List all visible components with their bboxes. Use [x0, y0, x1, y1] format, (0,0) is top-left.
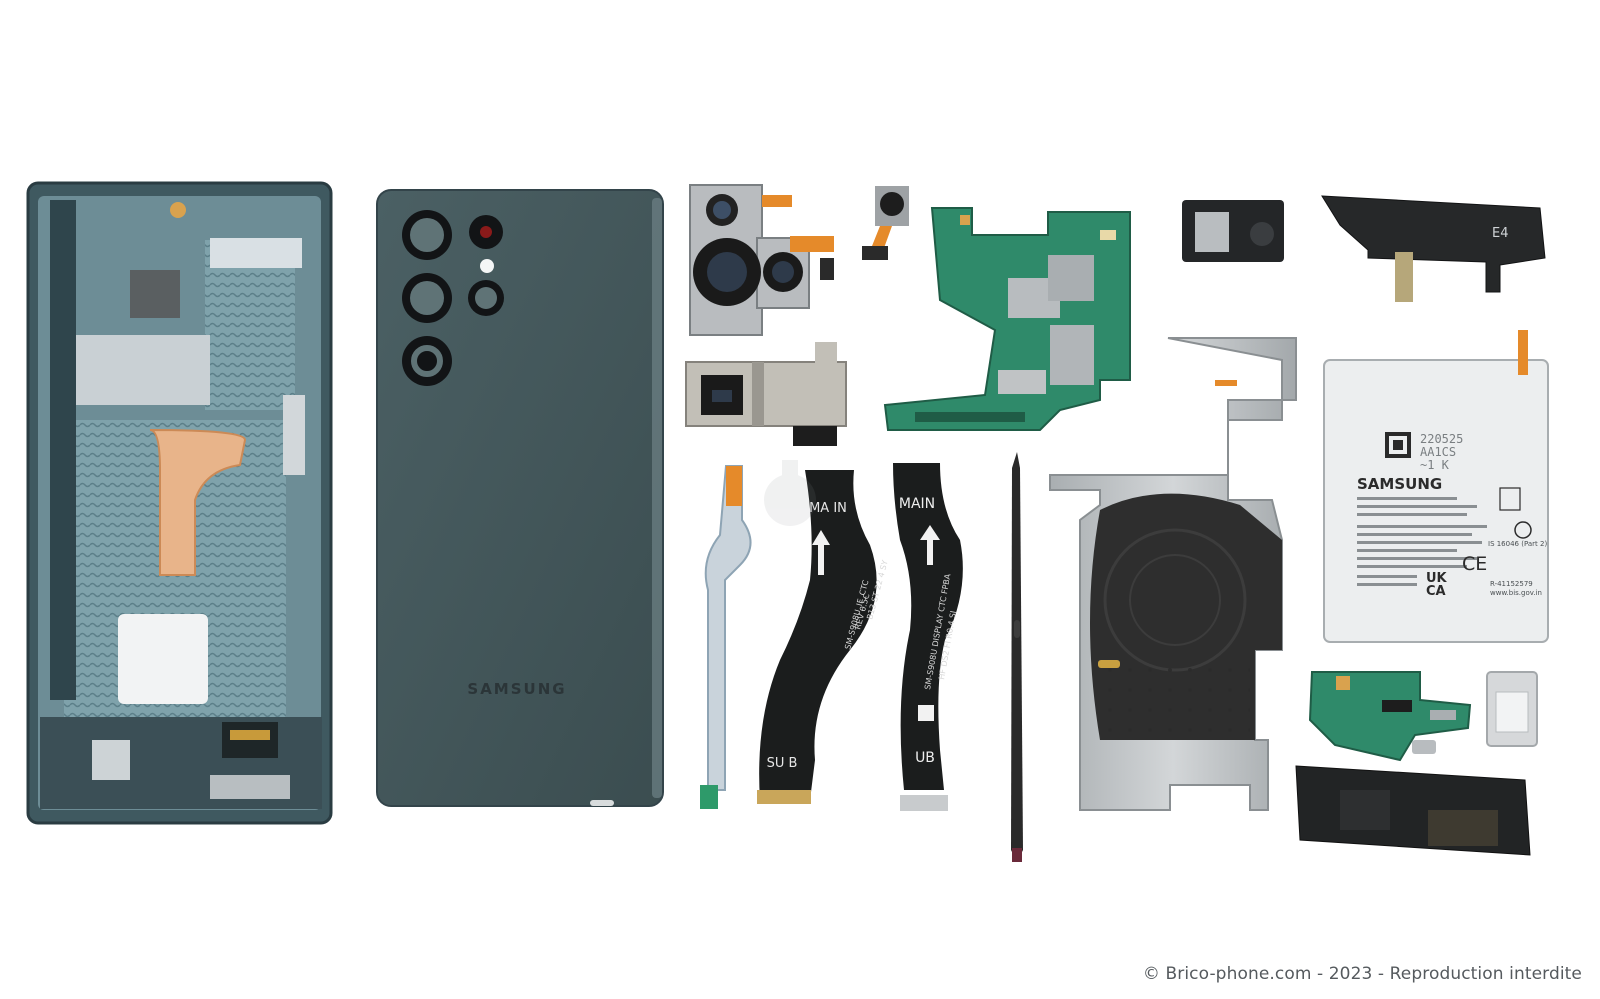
flex-mid-bottom-label: SU B — [767, 756, 798, 771]
loudspeaker — [1295, 765, 1531, 856]
watermark-logo — [764, 460, 816, 526]
sim-tray — [1486, 671, 1538, 747]
wireless-charging-coil — [1049, 337, 1297, 811]
battery-regnum: R-41152579 — [1490, 580, 1533, 588]
s-pen — [1011, 452, 1023, 862]
battery-uk-1: UK — [1426, 571, 1448, 586]
charging-port-board — [1308, 671, 1472, 762]
flash-window — [480, 259, 494, 273]
camera-ring-3 — [402, 336, 452, 386]
earpiece-speaker — [1182, 200, 1284, 262]
battery-ce: CE — [1462, 553, 1487, 575]
battery-lot-1: 220525 — [1420, 432, 1463, 446]
flex-cable-left — [700, 465, 752, 809]
battery-lot-3: ~1 K — [1420, 458, 1450, 472]
top-speaker-module: E4 — [1321, 195, 1546, 302]
camera-ring-2 — [402, 273, 452, 323]
speaker-label: E4 — [1492, 226, 1509, 241]
flex-cable-right: MAIN SM-S908U DISPLAY CTC FPBA HF DS2 FI… — [893, 463, 963, 811]
back-cover: SAMSUNG — [376, 189, 664, 807]
mid-frame — [26, 181, 333, 825]
battery-website: www.bis.gov.in — [1490, 589, 1542, 597]
camera-ring-4 — [468, 280, 504, 316]
battery-uk-2: CA — [1426, 584, 1446, 599]
periscope-camera — [685, 342, 847, 446]
front-camera — [862, 186, 909, 260]
flex-right-bottom-label: UB — [915, 750, 935, 766]
battery: 220525 AA1CS ~1 K SAMSUNG CE IS 16046 (P… — [1323, 330, 1549, 643]
rear-camera-cluster — [689, 184, 834, 336]
flex-cable-mid: MA IN SM-S908U_IF_CTC REV 0.5C B13 ST 22… — [757, 470, 890, 804]
camera-ring-1 — [402, 210, 452, 260]
motherboard — [883, 207, 1131, 431]
battery-brand: SAMSUNG — [1357, 475, 1442, 493]
copyright-credit: © Brico-phone.com - 2023 - Reproduction … — [1142, 964, 1582, 984]
flex-right-top-label: MAIN — [899, 496, 935, 512]
battery-lot-2: AA1CS — [1420, 445, 1456, 459]
battery-standard: IS 16046 (Part 2) — [1488, 540, 1547, 548]
flex-mid-top-label: MA IN — [809, 501, 847, 516]
back-cover-brand: SAMSUNG — [467, 680, 566, 698]
